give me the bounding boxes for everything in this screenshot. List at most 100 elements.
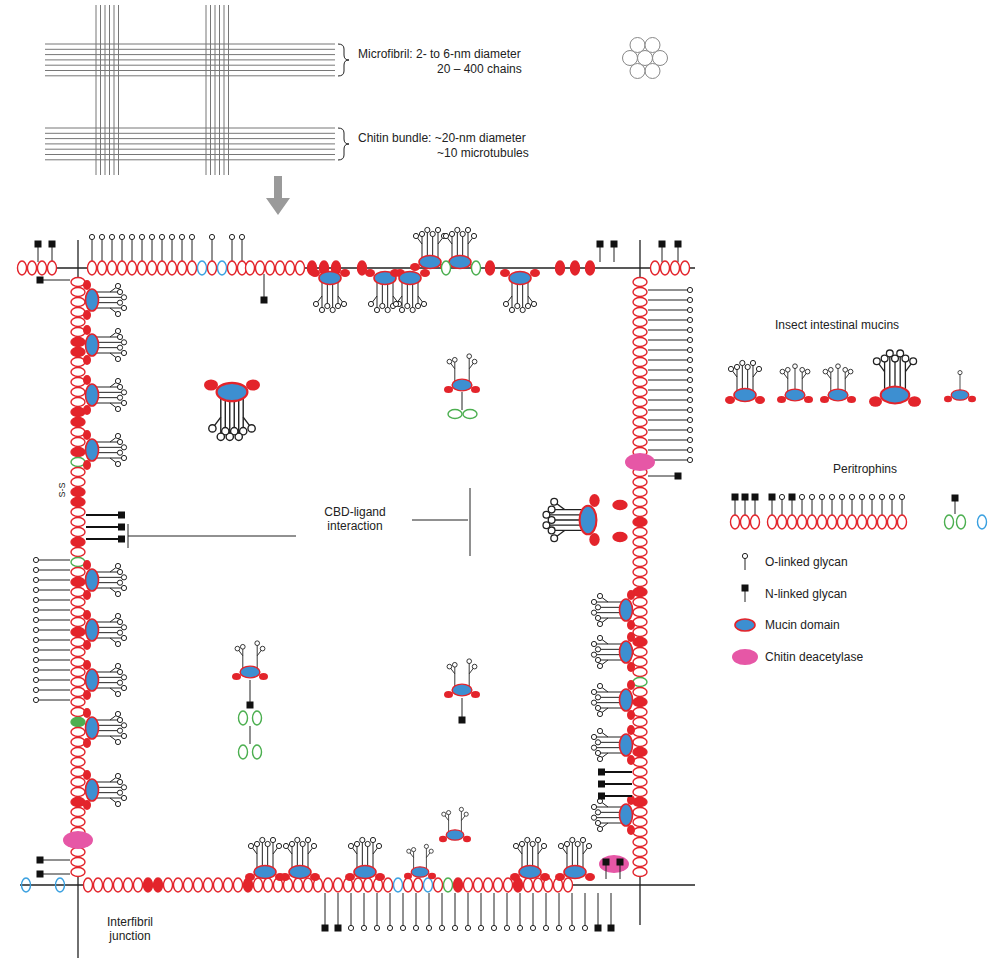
peritrophin-loop: [71, 698, 85, 707]
o-linked-glycan: [595, 740, 600, 745]
o-linked-glycan: [442, 812, 446, 816]
peritrophin-loop: [48, 261, 57, 275]
glycan-stick: [598, 753, 623, 754]
n-linked-glycan: [617, 859, 624, 866]
mucin-loop: [627, 632, 635, 642]
glycan-stick: [598, 893, 599, 928]
mucin-loop: [310, 873, 320, 881]
o-linked-glycan: [115, 663, 120, 668]
o-linked-glycan: [341, 301, 346, 306]
mucin-loop: [83, 280, 91, 290]
o-linked-glycan: [520, 307, 525, 312]
glycan-stick: [567, 844, 568, 869]
glycan-stick: [469, 356, 470, 382]
cbd-ligand-bond: [604, 771, 632, 773]
n-linked-glycan: [37, 871, 44, 878]
o-linked-glycan: [348, 843, 353, 848]
o-linked-glycan: [121, 305, 126, 310]
peritrophin-loop: [71, 398, 85, 407]
mucin-loop: [83, 310, 91, 320]
o-linked-glycan: [687, 357, 692, 362]
o-linked-glycan: [843, 367, 848, 372]
peritrophin-loop: [633, 718, 647, 727]
mucin: [310, 269, 350, 313]
glycan-stick: [522, 844, 523, 869]
o-linked-glycan: [509, 307, 514, 312]
o-linked-glycan: [452, 357, 457, 362]
glycan-stick: [242, 237, 243, 261]
peritrophin-loop: [633, 548, 647, 557]
peritrophin-loop: [741, 515, 750, 529]
mucin-loop: [83, 770, 91, 780]
peritrophin-loop: [71, 478, 85, 487]
leader-tick: [470, 488, 471, 556]
n-linked-glycan: [118, 524, 125, 531]
mucin: [280, 837, 320, 881]
o-linked-glycan: [149, 234, 154, 239]
o-linked-glycan: [443, 233, 448, 238]
o-linked-glycan: [115, 461, 120, 466]
glycan-stick: [598, 708, 623, 709]
o-linked-glycan: [597, 635, 602, 640]
o-linked-glycan: [687, 377, 692, 382]
o-linked-glycan: [235, 646, 240, 651]
o-linked-glycan: [368, 301, 373, 306]
peritrophin-loop: [28, 261, 37, 275]
o-linked-glycan: [229, 234, 234, 239]
peritrophin-loop: [633, 788, 647, 797]
glycan-stick: [598, 660, 623, 661]
glycan-stick: [257, 643, 258, 669]
chitin-fibril: [45, 133, 335, 134]
glycan-stick: [362, 840, 363, 869]
glycan-stick: [427, 230, 428, 259]
mucin-domain: [86, 289, 99, 311]
o-linked-glycan: [785, 367, 790, 372]
peritrophin-loop: [633, 278, 647, 287]
peritrophin-loop: [633, 388, 647, 397]
o-linked-glycan: [836, 364, 841, 369]
glycan-stick: [426, 846, 427, 869]
glycan-stick: [533, 893, 534, 928]
glycan-stick: [520, 893, 521, 928]
o-linked-glycan: [33, 617, 38, 622]
peritrophin-loop: [71, 718, 85, 727]
glycan-stick: [889, 353, 890, 391]
glycan-stick: [598, 823, 623, 824]
n-linked-glycan: [732, 494, 739, 501]
o-linked-glycan: [115, 356, 120, 361]
o-linked-glycan: [407, 849, 411, 853]
o-linked-glycan: [465, 925, 470, 930]
n-linked-glycan: [247, 702, 254, 709]
o-linked-glycan: [419, 231, 424, 236]
o-linked-glycan: [799, 494, 804, 499]
glycan-stick: [787, 370, 788, 393]
peritrophin-loop: [751, 515, 760, 529]
o-linked-glycan: [121, 635, 126, 640]
glycan-stick: [648, 310, 690, 311]
peritrophin-loop: [71, 488, 85, 497]
n-linked-glycan: [742, 494, 749, 501]
mucin-domain: [734, 389, 756, 402]
mucin-domain: [399, 272, 421, 285]
peritrophin-loop: [556, 261, 565, 275]
peritrophin-loop: [71, 548, 85, 557]
glycan-stick: [648, 370, 690, 371]
o-linked-glycan: [467, 354, 472, 359]
n-linked-glycan: [608, 925, 615, 932]
peritrophin-loop: [239, 745, 248, 759]
mucin-domain: [452, 684, 472, 696]
o-linked-glycan: [335, 303, 340, 308]
peritrophin-loop: [444, 878, 453, 892]
chitin-binding-loop: [22, 878, 31, 892]
o-linked-glycan: [380, 303, 385, 308]
mucin: [555, 837, 595, 881]
o-linked-glycan: [295, 837, 300, 842]
dimension-label: 20 – 400 chains: [437, 62, 522, 76]
peritrophin-loop: [524, 878, 533, 892]
mucin-domain: [354, 866, 376, 879]
mucin-loop: [530, 269, 540, 277]
peritrophin-loop: [174, 878, 183, 892]
o-linked-glycan: [115, 433, 120, 438]
peritrophin-loop: [71, 428, 85, 437]
glycan-stick: [95, 622, 120, 623]
